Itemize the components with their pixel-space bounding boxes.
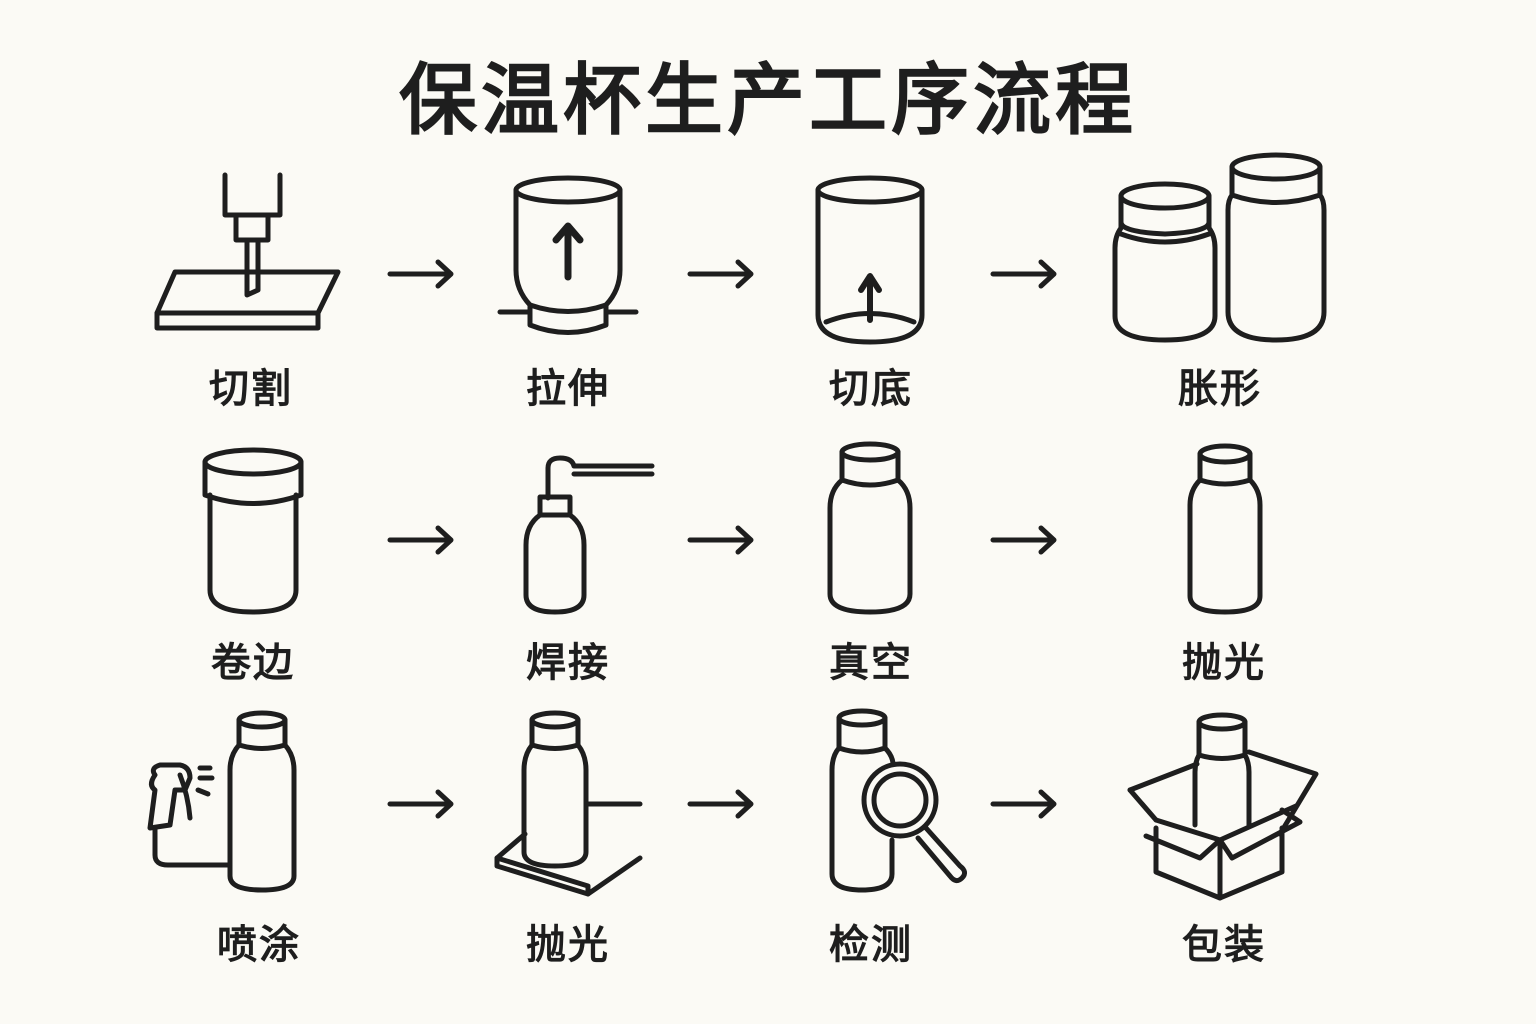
cut-bottom-cup-icon — [815, 175, 925, 345]
step-label: 喷涂 — [217, 922, 301, 968]
vacuum-bottle-icon — [827, 441, 913, 615]
arrow-9 — [990, 789, 1057, 819]
arrow-5 — [687, 525, 754, 555]
arrow-3 — [990, 259, 1057, 289]
welding-bottle-icon — [523, 455, 655, 615]
step-label: 焊接 — [526, 640, 610, 686]
stretch-cup-icon — [497, 175, 639, 335]
arrow-7 — [387, 789, 454, 819]
bulge-forming-jars-icon — [1112, 152, 1327, 343]
arrow-2 — [687, 259, 754, 289]
polishing-platform-bottle-icon — [494, 710, 643, 897]
arrow-1 — [387, 259, 454, 289]
arrow-4 — [387, 525, 454, 555]
step-label: 切割 — [209, 366, 293, 412]
page-title: 保温杯生产工序流程 — [398, 56, 1137, 146]
step-label: 抛光 — [526, 922, 610, 968]
arrow-6 — [990, 525, 1057, 555]
step-label: 卷边 — [211, 640, 295, 686]
polished-bottle-icon — [1187, 443, 1263, 615]
curling-cup-icon — [202, 447, 304, 615]
step-label: 拉伸 — [526, 366, 610, 412]
cutting-tool-icon — [154, 172, 341, 331]
packaging-box-icon — [1127, 712, 1319, 901]
step-label: 包装 — [1182, 922, 1266, 968]
inspection-magnifier-icon — [829, 708, 968, 893]
spray-gun-bottle-icon — [147, 710, 297, 893]
step-label: 检测 — [829, 922, 913, 968]
arrow-8 — [687, 789, 754, 819]
step-label: 胀形 — [1178, 366, 1262, 412]
step-label: 切底 — [829, 366, 913, 412]
step-label: 真空 — [829, 640, 913, 686]
step-label: 抛光 — [1182, 640, 1266, 686]
